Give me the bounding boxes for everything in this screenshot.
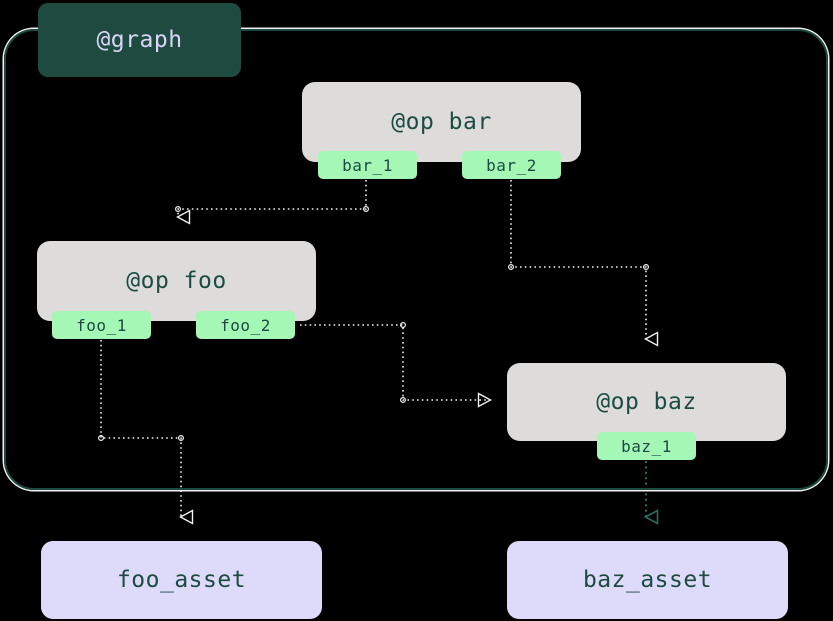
asset-node-baz-asset-label: baz_asset	[582, 567, 713, 593]
op-node-baz-label: @op baz	[596, 389, 697, 415]
asset-node-foo-asset[interactable]: foo_asset	[41, 541, 322, 619]
op-node-foo[interactable]: @op foo	[37, 241, 316, 321]
output-port-bar-1[interactable]: bar_1	[318, 151, 417, 179]
asset-node-baz-asset[interactable]: baz_asset	[507, 541, 788, 619]
graph-cluster-border	[4, 29, 828, 490]
graph-cluster-label[interactable]: @graph	[38, 3, 241, 77]
output-port-foo-1[interactable]: foo_1	[52, 311, 151, 339]
output-port-bar-2[interactable]: bar_2	[462, 151, 561, 179]
output-port-baz-1[interactable]: baz_1	[597, 432, 696, 460]
op-node-bar[interactable]: @op bar	[302, 82, 581, 162]
asset-node-foo-asset-label: foo_asset	[116, 567, 247, 593]
op-node-foo-label: @op foo	[126, 268, 227, 294]
op-node-baz[interactable]: @op baz	[507, 363, 786, 441]
output-port-foo-2[interactable]: foo_2	[196, 311, 295, 339]
op-node-bar-label: @op bar	[391, 109, 492, 135]
